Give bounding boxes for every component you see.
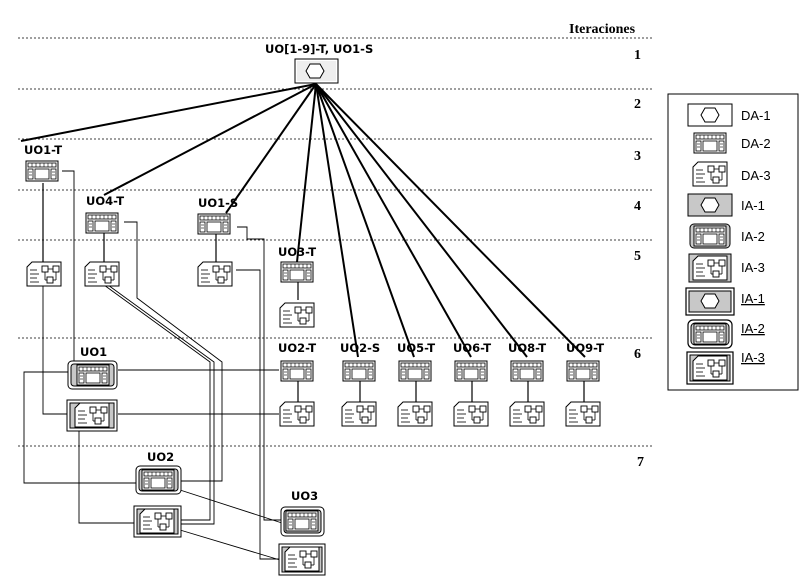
hexagon-icon bbox=[700, 107, 720, 123]
document-network-icon bbox=[565, 401, 601, 427]
legend-label: IA-3 bbox=[741, 350, 765, 365]
legend-item-da-1: DA-1 bbox=[687, 103, 771, 127]
server-icon bbox=[280, 261, 314, 283]
root-node[interactable]: UO[1-9]-T, UO1-S bbox=[265, 42, 373, 84]
iteration-number: 5 bbox=[634, 249, 641, 264]
document-network-icon bbox=[279, 401, 315, 427]
node-uo1-s[interactable]: UO1-S bbox=[197, 196, 238, 287]
iteration-number: 7 bbox=[637, 455, 644, 470]
server-icon bbox=[693, 132, 727, 154]
node-uo3-t[interactable]: UO3-T bbox=[278, 245, 316, 328]
node-label: UO9-T bbox=[566, 341, 604, 355]
node-label: UO1-S bbox=[198, 196, 238, 210]
document-network-icon bbox=[692, 255, 728, 281]
server-icon bbox=[197, 213, 231, 235]
local-edges bbox=[42, 183, 585, 402]
legend-item-ia-1: IA-1 bbox=[687, 193, 765, 217]
node-uo5-t[interactable]: UO5-T bbox=[397, 341, 435, 427]
node-label: UO1-T bbox=[24, 143, 62, 157]
server-icon bbox=[141, 469, 175, 491]
server-icon bbox=[398, 360, 432, 382]
hexagon-icon bbox=[305, 63, 325, 79]
iteration-number: 4 bbox=[634, 199, 641, 214]
document-network-icon bbox=[139, 508, 175, 534]
legend-label: DA-3 bbox=[741, 168, 771, 183]
node-label: UO1 bbox=[80, 345, 107, 359]
node-uo1[interactable]: UO1 bbox=[66, 345, 118, 432]
document-network-icon bbox=[509, 401, 545, 427]
legend-label: IA-2 bbox=[741, 229, 765, 244]
document-network-icon bbox=[74, 402, 110, 428]
document-network-icon bbox=[692, 355, 728, 381]
legend-label: DA-2 bbox=[741, 136, 771, 151]
legend-item-ia-2: IA-2 bbox=[689, 223, 765, 249]
node-label: UO2 bbox=[147, 450, 174, 464]
server-icon bbox=[85, 212, 119, 234]
legend-label: IA-1 bbox=[741, 291, 765, 306]
node-uo6-t[interactable]: UO6-T bbox=[453, 341, 491, 427]
server-icon bbox=[342, 360, 376, 382]
node-uo2[interactable]: UO2 bbox=[133, 450, 182, 538]
document-network-icon bbox=[692, 161, 728, 187]
node-label: UO5-T bbox=[397, 341, 435, 355]
connector-edges bbox=[23, 170, 283, 561]
legend-label: IA-2 bbox=[741, 321, 765, 336]
document-network-icon bbox=[397, 401, 433, 427]
server-icon bbox=[280, 360, 314, 382]
iteration-numbers: 1 2 3 4 5 6 7 bbox=[634, 48, 644, 470]
server-icon bbox=[566, 360, 600, 382]
root-edges bbox=[20, 83, 586, 358]
node-uo8-t[interactable]: UO8-T bbox=[508, 341, 546, 427]
server-icon bbox=[285, 510, 319, 532]
iteration-number: 2 bbox=[634, 97, 641, 112]
legend-item-da-3: DA-3 bbox=[692, 161, 771, 187]
document-network-icon bbox=[84, 261, 120, 287]
document-network-icon bbox=[284, 546, 320, 572]
node-uo1-t[interactable]: UO1-T bbox=[24, 143, 62, 287]
document-network-icon bbox=[279, 302, 315, 328]
legend-label: IA-1 bbox=[741, 198, 765, 213]
node-label: UO4-T bbox=[86, 194, 124, 208]
legend-item-da-2: DA-2 bbox=[693, 132, 771, 154]
server-icon bbox=[693, 323, 727, 345]
legend-label: DA-1 bbox=[741, 108, 771, 123]
server-icon bbox=[25, 160, 59, 182]
legend-label: IA-3 bbox=[741, 260, 765, 275]
document-network-icon bbox=[453, 401, 489, 427]
legend: DA-1 DA-2 DA-3 IA-1 IA-2 IA-3 bbox=[667, 93, 799, 391]
node-label: UO2-T bbox=[278, 341, 316, 355]
document-network-icon bbox=[197, 261, 233, 287]
node-label: UO2-S bbox=[340, 341, 380, 355]
legend-item-ia-2-integrated: IA-2 bbox=[687, 319, 765, 349]
document-network-icon bbox=[341, 401, 377, 427]
legend-item-ia-3-integrated: IA-3 bbox=[686, 350, 765, 385]
server-icon bbox=[76, 364, 110, 386]
document-network-icon bbox=[26, 261, 62, 287]
node-uo3[interactable]: UO3 bbox=[278, 489, 326, 576]
server-icon bbox=[454, 360, 488, 382]
hexagon-icon bbox=[700, 197, 720, 213]
iteration-number: 1 bbox=[634, 48, 641, 63]
node-label: UO[1-9]-T, UO1-S bbox=[265, 42, 373, 56]
node-label: UO6-T bbox=[453, 341, 491, 355]
hexagon-icon bbox=[700, 293, 720, 309]
iterations-header: Iteraciones bbox=[569, 22, 636, 37]
server-icon bbox=[693, 225, 727, 247]
node-uo2-s[interactable]: UO2-S bbox=[340, 341, 380, 427]
node-uo4-t[interactable]: UO4-T bbox=[84, 194, 124, 287]
legend-item-ia-1-integrated: IA-1 bbox=[685, 287, 765, 316]
server-icon bbox=[510, 360, 544, 382]
iteration-number: 6 bbox=[634, 347, 641, 362]
node-label: UO3 bbox=[291, 489, 318, 503]
node-uo9-t[interactable]: UO9-T bbox=[565, 341, 604, 427]
node-label: UO8-T bbox=[508, 341, 546, 355]
node-label: UO3-T bbox=[278, 245, 316, 259]
legend-item-ia-3: IA-3 bbox=[688, 253, 765, 283]
node-uo2-t[interactable]: UO2-T bbox=[278, 341, 316, 427]
iteration-number: 3 bbox=[634, 149, 641, 164]
